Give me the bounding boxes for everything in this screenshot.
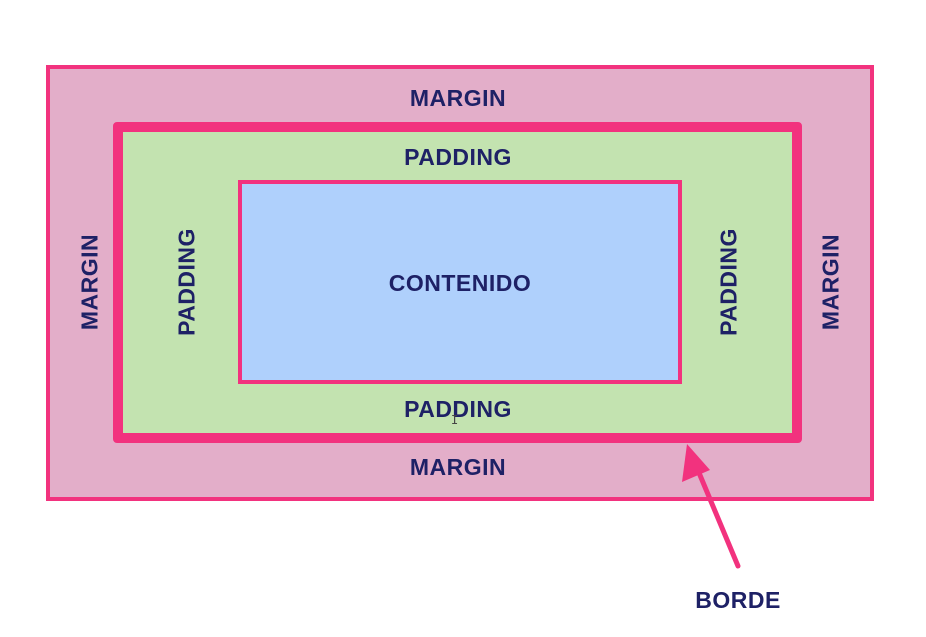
margin-label-left: MARGIN bbox=[76, 233, 103, 331]
margin-label-bottom: MARGIN bbox=[409, 454, 507, 480]
border-label: BORDE bbox=[695, 587, 781, 613]
content-area bbox=[238, 180, 682, 384]
margin-label-right: MARGIN bbox=[817, 233, 844, 331]
padding-label-right: PADDING bbox=[715, 228, 742, 336]
margin-label-top: MARGIN bbox=[409, 85, 507, 111]
text-cursor-icon: I bbox=[451, 413, 459, 427]
padding-label-bottom: PADDING bbox=[404, 396, 512, 422]
padding-label-left: PADDING bbox=[173, 228, 200, 336]
padding-label-top: PADDING bbox=[404, 144, 512, 170]
content-label: CONTENIDO bbox=[388, 270, 532, 296]
